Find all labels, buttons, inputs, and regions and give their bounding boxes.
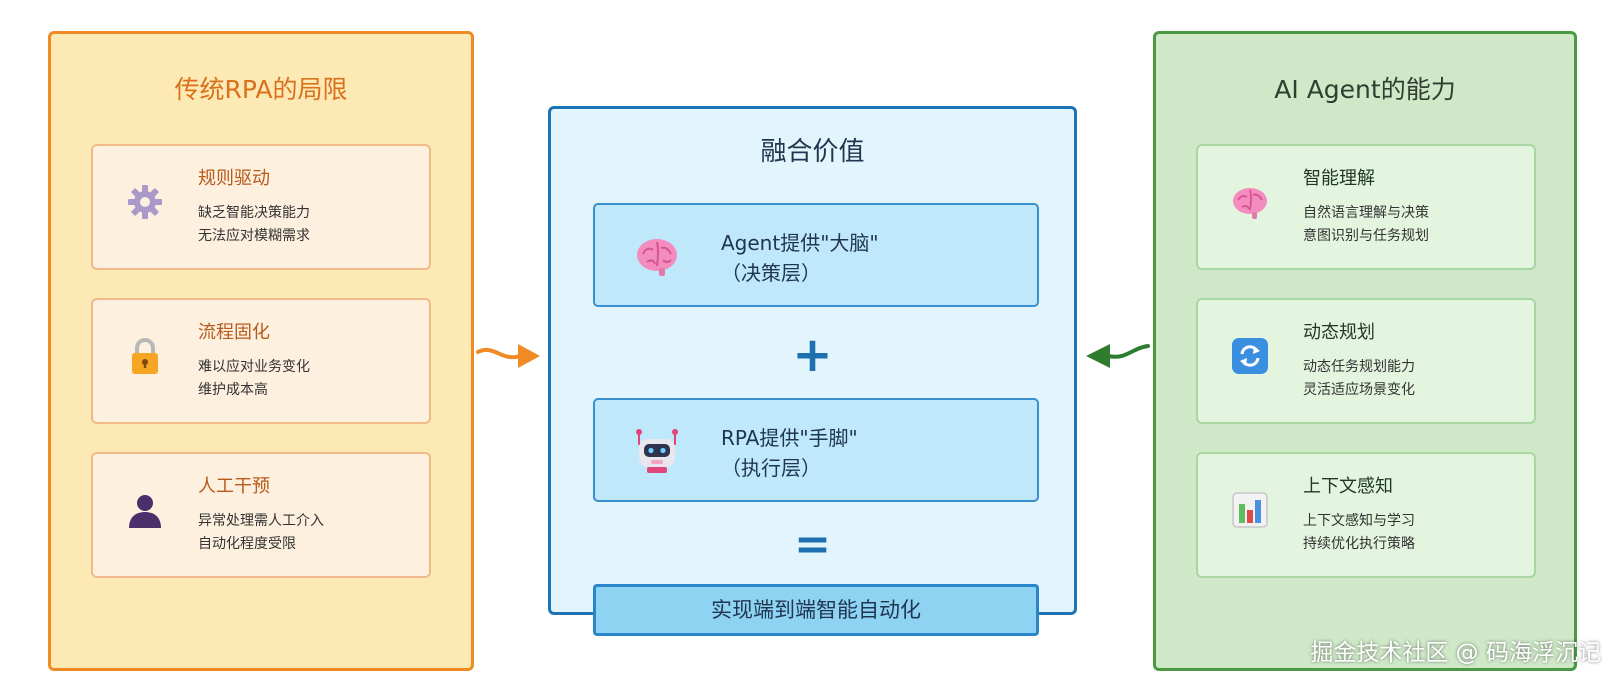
card-description: 无法应对模糊需求: [198, 228, 310, 244]
decision-layer-subline: （决策层）: [721, 261, 821, 285]
card-title: 智能理解: [1303, 168, 1375, 189]
execution-layer-subline: （执行层）: [721, 456, 821, 480]
equals-sign: =: [794, 519, 831, 570]
card-title: 规则驱动: [198, 168, 270, 189]
brain-icon: [1233, 188, 1267, 219]
card-description: 异常处理需人工介入: [198, 513, 324, 529]
smart-understanding-card: 智能理解 自然语言理解与决策 意图识别与任务规划: [1196, 144, 1536, 270]
gear-icon: [128, 185, 162, 219]
fixed-process-card: 流程固化 难以应对业务变化 维护成本高: [91, 298, 431, 424]
robot-icon: [636, 429, 678, 473]
right-arrow-icon: [1086, 344, 1150, 368]
ai-agent-panel: AI Agent的能力 智能理解 自然语言理解与决策 意图识别与任务规划 动态规…: [1153, 31, 1577, 671]
card-title: 人工干预: [198, 476, 270, 497]
card-description: 自然语言理解与决策: [1303, 205, 1429, 221]
card-description: 灵活适应场景变化: [1303, 382, 1415, 398]
traditional-rpa-panel: 传统RPA的局限 规则驱动 缺乏智能决策能力 无法应对模糊需求: [48, 31, 474, 671]
lock-icon: [132, 338, 158, 374]
card-description: 持续优化执行策略: [1303, 536, 1415, 552]
left-arrow-icon: [476, 344, 540, 368]
card-description: 维护成本高: [198, 382, 268, 398]
brain-icon: [637, 239, 677, 276]
card-description: 难以应对业务变化: [198, 359, 310, 375]
execution-layer-line: RPA提供"手脚": [721, 426, 858, 450]
execution-layer-box: RPA提供"手脚" （执行层）: [593, 398, 1039, 502]
plus-sign: +: [792, 327, 833, 383]
card-description: 自动化程度受限: [198, 536, 296, 552]
card-description: 动态任务规划能力: [1303, 359, 1415, 375]
refresh-icon: [1232, 338, 1268, 374]
fusion-value-panel: 融合价值 Agent提供"大脑" （决策层） + RPA提供"手脚" （执行层）…: [548, 106, 1077, 636]
person-icon: [129, 495, 161, 528]
decision-layer-box: Agent提供"大脑" （决策层）: [593, 203, 1039, 307]
dynamic-planning-card: 动态规划 动态任务规划能力 灵活适应场景变化: [1196, 298, 1536, 424]
card-title: 流程固化: [198, 322, 270, 343]
decision-layer-line: Agent提供"大脑": [721, 231, 879, 255]
context-awareness-card: 上下文感知 上下文感知与学习 持续优化执行策略: [1196, 452, 1536, 578]
card-title: 上下文感知: [1303, 476, 1393, 497]
result-box: 实现端到端智能自动化: [593, 584, 1039, 636]
card-title: 动态规划: [1303, 322, 1375, 343]
human-intervention-card: 人工干预 异常处理需人工介入 自动化程度受限: [91, 452, 431, 578]
bar-chart-icon: [1232, 492, 1268, 528]
ai-agent-title: AI Agent的能力: [1274, 75, 1456, 104]
rule-driven-card: 规则驱动 缺乏智能决策能力 无法应对模糊需求: [91, 144, 431, 270]
watermark: 掘金技术社区 @ 码海浮沉记: [1310, 640, 1601, 666]
card-description: 上下文感知与学习: [1303, 513, 1415, 529]
fusion-value-title: 融合价值: [760, 137, 865, 167]
card-description: 意图识别与任务规划: [1303, 228, 1429, 244]
card-description: 缺乏智能决策能力: [198, 205, 310, 221]
traditional-rpa-title: 传统RPA的局限: [174, 75, 348, 104]
